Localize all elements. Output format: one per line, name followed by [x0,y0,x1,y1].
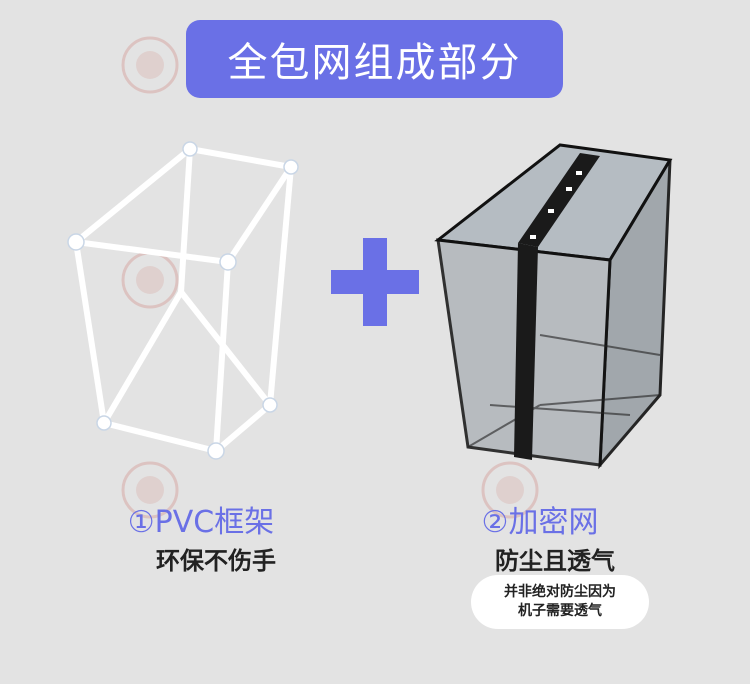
mesh-cover-illustration [434,143,673,470]
note-line-2: 机子需要透气 [518,603,602,619]
mesh-cover-subtitle: 防尘且透气 [495,547,615,575]
mesh-cover-title: ②加密网 [481,505,599,540]
watermark-logo-icon [481,461,539,519]
plus-icon [331,238,419,326]
pvc-frame-title: ①PVC框架 [127,505,275,540]
page-title: 全包网组成部分 [186,20,563,98]
note-line-1: 并非绝对防尘因为 [504,584,616,600]
watermark-logo-icon [121,36,179,94]
pvc-frame-subtitle: 环保不伤手 [156,547,276,575]
mesh-cover-note: 并非绝对防尘因为 机子需要透气 [471,575,649,629]
pvc-frame-illustration [67,141,299,460]
watermark-logo-icon [121,461,179,519]
